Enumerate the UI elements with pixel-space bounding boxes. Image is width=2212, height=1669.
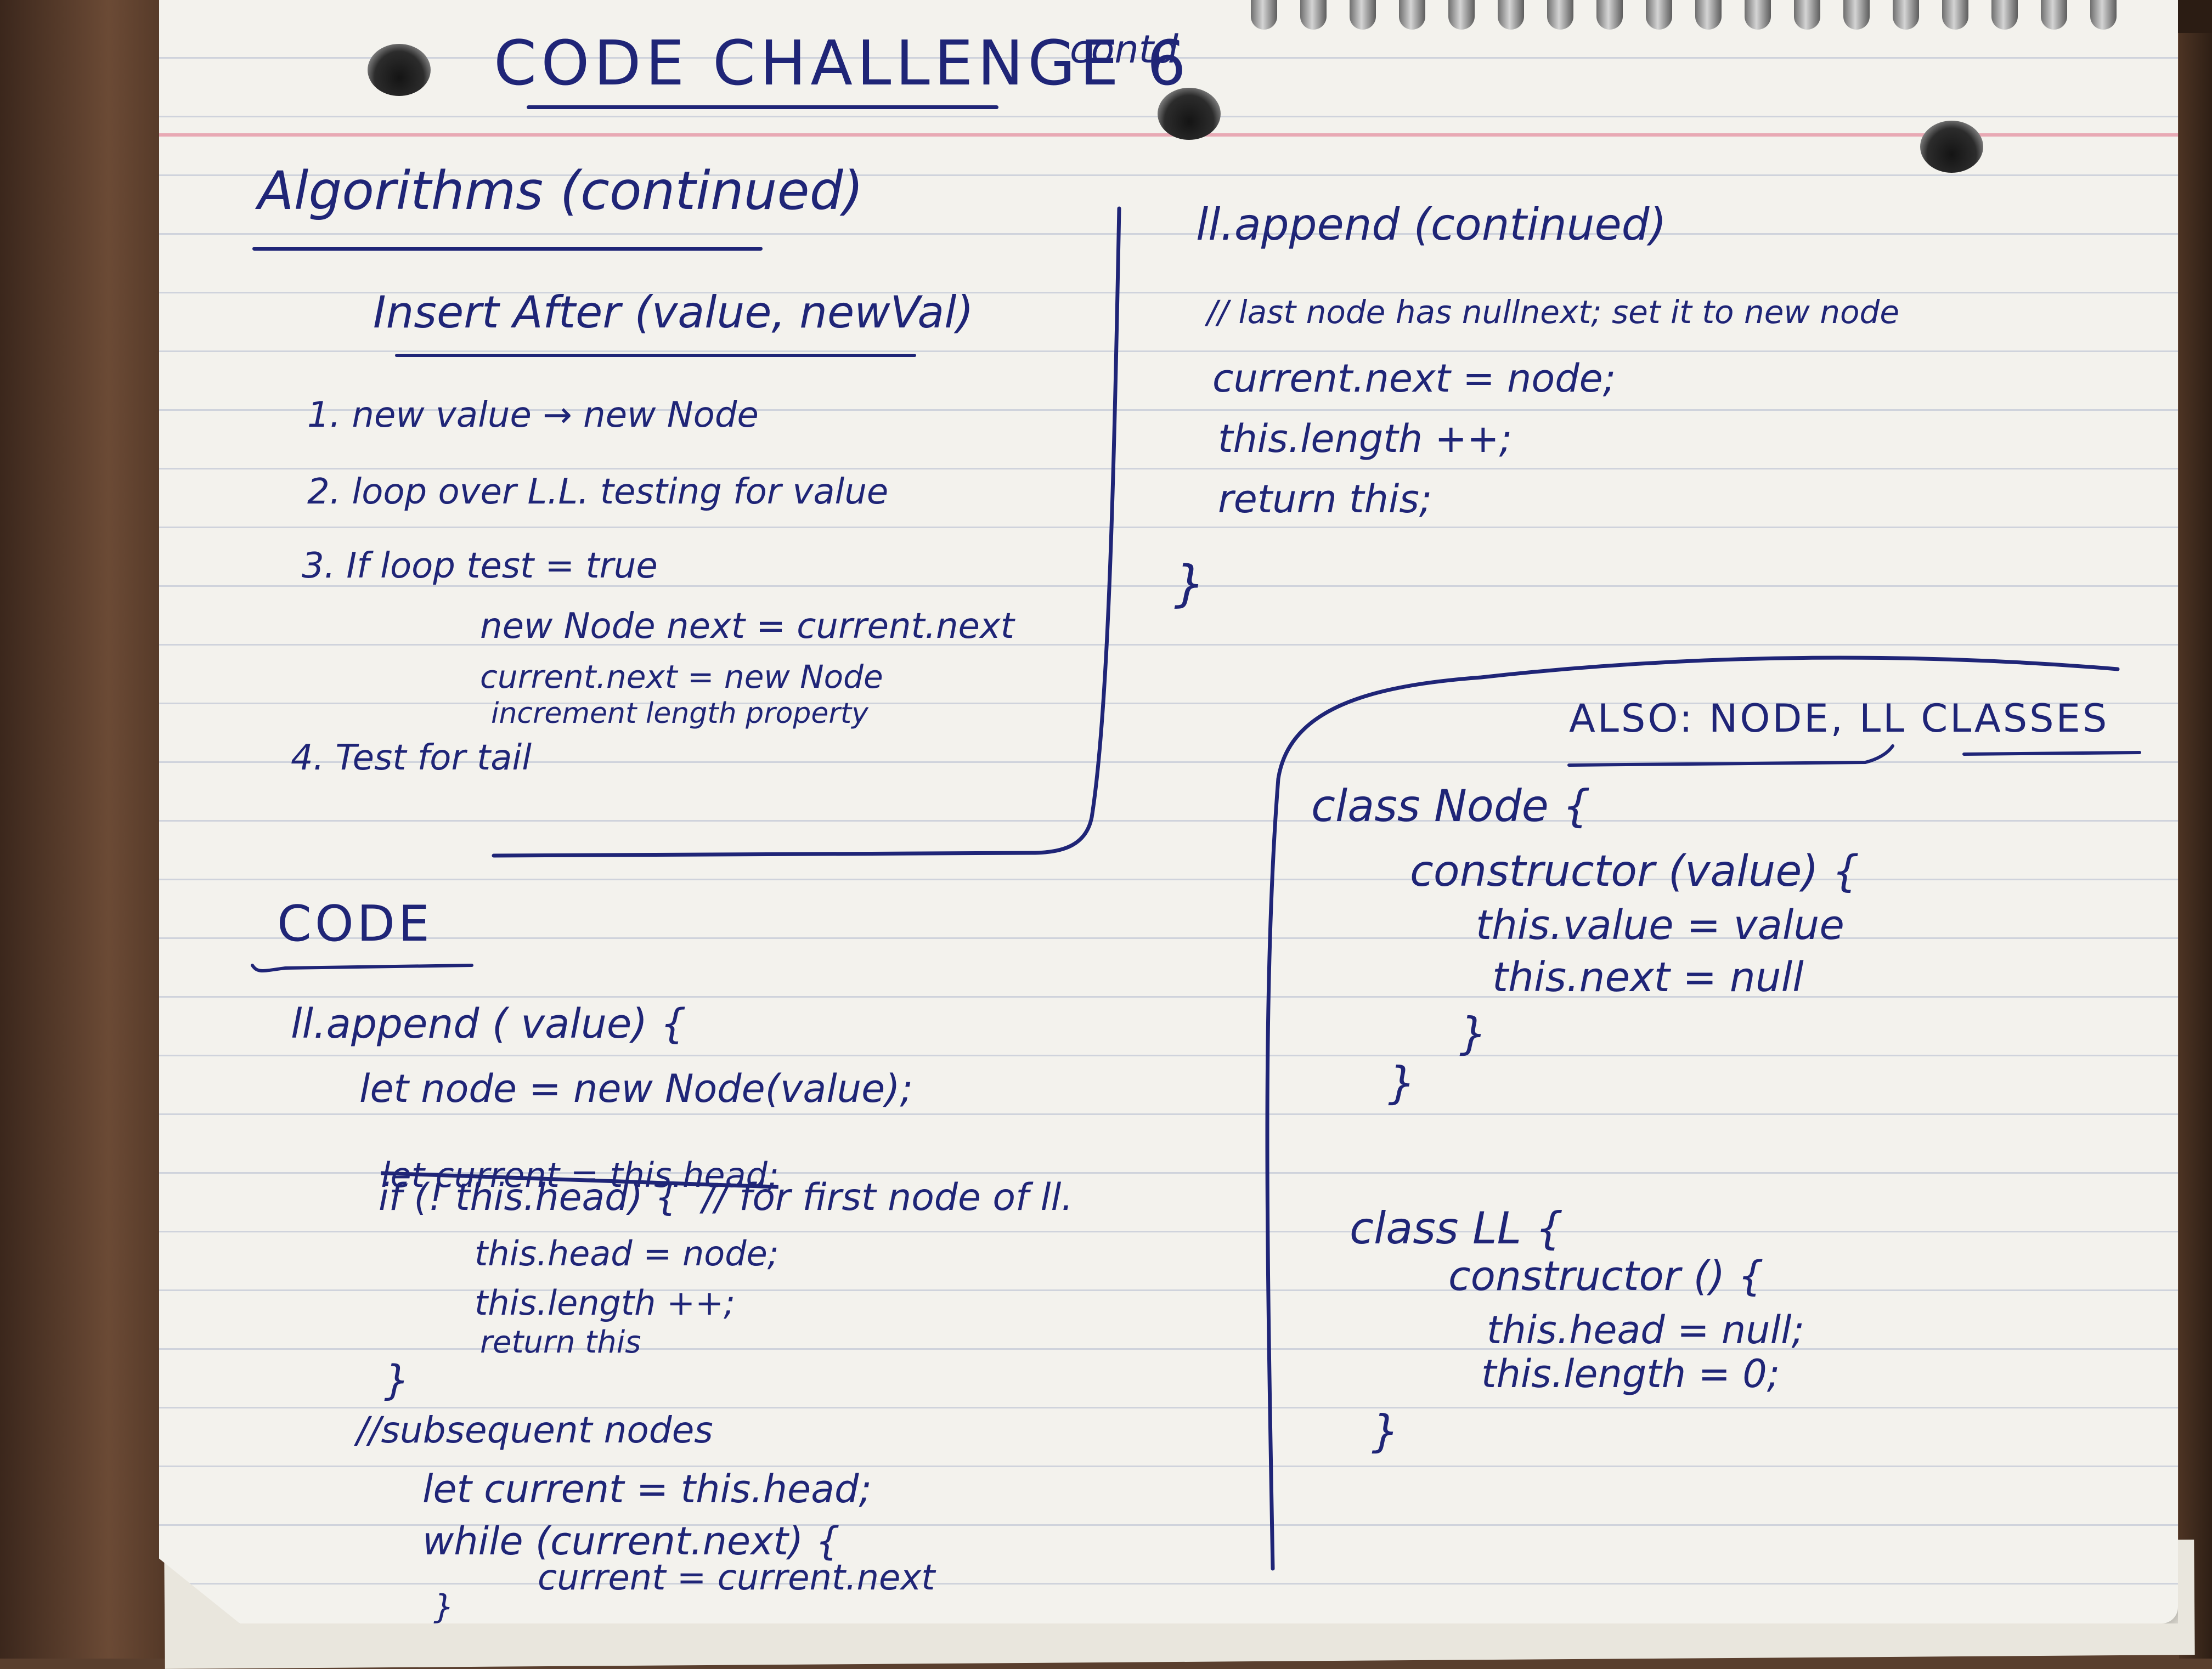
title-underline — [527, 105, 998, 109]
spiral-coil-icon — [1547, 0, 1573, 30]
code-line: while (current.next) { — [422, 1519, 840, 1564]
closing-brace: } — [433, 1588, 455, 1626]
spiral-coil-icon — [1942, 0, 1968, 30]
algorithm-step: 1. new value → new Node — [307, 395, 759, 435]
notebook-page — [159, 0, 2178, 1623]
classes-heading: ALSO: NODE, LL CLASSES — [1569, 696, 2109, 741]
code-line: return this; — [1218, 477, 1432, 522]
spiral-coil-icon — [1893, 0, 1919, 30]
spiral-coil-icon — [1350, 0, 1376, 30]
code-underline — [251, 964, 473, 972]
algorithm-step: 2. loop over L.L. testing for value — [307, 472, 889, 512]
code-heading: CODE — [277, 895, 433, 953]
code-comment: //subsequent nodes — [357, 1409, 713, 1451]
code-line: this.length = 0; — [1481, 1351, 1780, 1396]
spiral-coil-icon — [1498, 0, 1524, 30]
spiral-coil-icon — [1300, 0, 1327, 30]
code-line: if (! this.head) { // for first node of … — [379, 1176, 1073, 1219]
classes-heading-underline — [1567, 744, 1894, 767]
algorithm-box-border — [492, 206, 1121, 858]
code-line: this.head = node; — [475, 1234, 779, 1274]
classes-box-border — [1265, 655, 2120, 1571]
spiral-coil-icon — [1991, 0, 2018, 30]
closing-brace: } — [1459, 1008, 1487, 1059]
algorithm-step: 4. Test for tail — [291, 738, 532, 778]
closing-brace: } — [384, 1357, 410, 1404]
code-line: this.length ++; — [475, 1283, 735, 1323]
spiral-coil-icon — [1251, 0, 1277, 30]
closing-brace: } — [1174, 555, 1206, 613]
code-line: this.value = value — [1476, 902, 1844, 949]
spiral-coil-icon — [1843, 0, 1870, 30]
code-line: // last node has nullnext; set it to new… — [1207, 293, 1900, 331]
spiral-coil-icon — [1745, 0, 1771, 30]
code-line: return this — [480, 1325, 641, 1360]
code-line: this.next = null — [1492, 954, 1804, 1001]
spiral-coil-icon — [2041, 0, 2067, 30]
punch-hole-icon — [1920, 121, 1983, 173]
spiral-coil-icon — [1794, 0, 1820, 30]
table-surface-right — [2179, 0, 2212, 1659]
punch-hole-icon — [1158, 88, 1221, 140]
spiral-coil-icon — [2090, 0, 2117, 30]
title-note: contd — [1070, 27, 1178, 72]
page-title: CODE CHALLENGE 6 — [494, 28, 1190, 99]
algorithm-step: current.next = new Node — [480, 658, 883, 695]
code-line: let node = new Node(value); — [359, 1066, 913, 1111]
struck-code-text: let current = this.head; — [381, 1155, 779, 1195]
classes-heading-underline — [1962, 751, 2141, 756]
spiral-coil-icon — [1448, 0, 1475, 30]
spiral-coil-icon — [1646, 0, 1672, 30]
algorithm-step: 3. If loop test = true — [302, 546, 658, 586]
code-line: current.next = node; — [1212, 356, 1616, 401]
closing-brace: } — [1388, 1057, 1416, 1108]
code-line: class LL { — [1350, 1203, 1564, 1254]
spiral-coil-icon — [1596, 0, 1623, 30]
algorithm-step: new Node next = current.next — [480, 606, 1014, 647]
spiral-binding — [1251, 0, 2117, 30]
code-line: constructor () { — [1448, 1253, 1764, 1300]
code-line: class Node { — [1311, 780, 1591, 831]
code-line: constructor (value) { — [1410, 847, 1860, 896]
punch-hole-icon — [368, 44, 431, 96]
code-line-struck: let current = this.head; — [359, 1124, 779, 1195]
closing-brace: } — [1372, 1406, 1400, 1457]
code-line: ll.append ( value) { — [291, 1000, 686, 1048]
spiral-coil-icon — [1399, 0, 1425, 30]
insert-after-heading: Insert After (value, newVal) — [373, 287, 974, 338]
code-line: current = current.next — [538, 1558, 935, 1598]
append-continued-heading: ll.append (continued) — [1196, 199, 1667, 250]
code-line: this.length ++; — [1218, 416, 1513, 461]
code-line: let current = this.head; — [422, 1467, 872, 1512]
spiral-coil-icon — [1695, 0, 1722, 30]
algorithm-step: increment length property — [491, 697, 868, 730]
algorithms-underline — [252, 247, 763, 251]
algorithms-heading: Algorithms (continued) — [258, 160, 864, 222]
table-surface-left — [0, 0, 181, 1659]
insert-after-underline — [395, 354, 916, 357]
code-line: this.head = null; — [1487, 1308, 1805, 1353]
